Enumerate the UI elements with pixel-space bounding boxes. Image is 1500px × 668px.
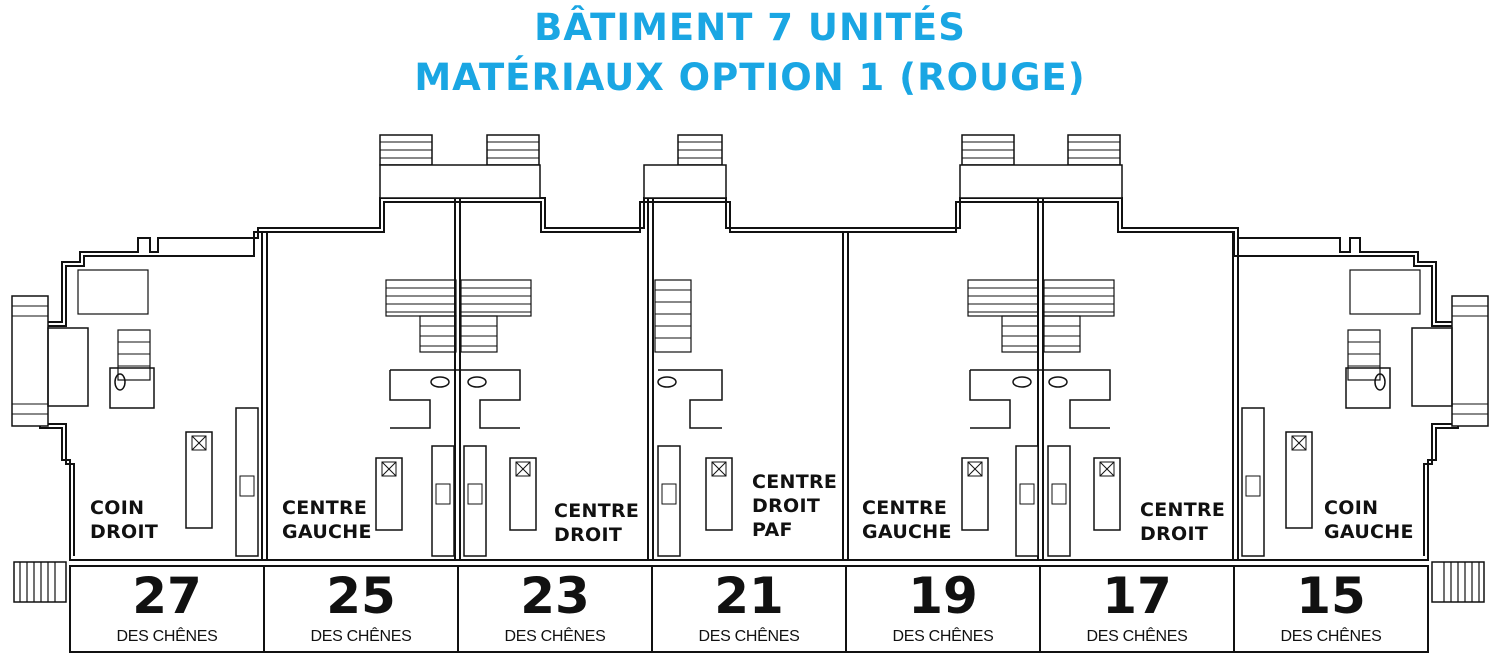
unit-23-type-line1: CENTRE <box>554 500 640 522</box>
address-plate-15 <box>1233 565 1429 653</box>
unit-23-type: CENTRE DROIT <box>554 499 639 547</box>
unit-21-type: CENTRE DROIT PAF <box>752 470 837 542</box>
unit-25-type: CENTRE GAUCHE <box>282 496 372 544</box>
unit-21-number: 21 <box>714 567 784 625</box>
unit-15-number: 15 <box>1296 567 1366 625</box>
unit-19-type-line2: GAUCHE <box>862 521 952 543</box>
unit-25-type-line2: GAUCHE <box>282 521 372 543</box>
unit-27-type-line2: DROIT <box>90 521 159 543</box>
unit-15-type-line1: COIN <box>1324 497 1379 519</box>
unit-19-number: 19 <box>908 567 978 625</box>
unit-23-street: DES CHÊNES <box>504 628 606 645</box>
unit-15-street: DES CHÊNES <box>1280 628 1382 645</box>
unit-27-number: 27 <box>132 567 202 625</box>
address-plate-27 <box>69 565 265 653</box>
unit-19-type: CENTRE GAUCHE <box>862 496 952 544</box>
title-line-1: BÂTIMENT 7 UNITÉS <box>534 6 966 49</box>
unit-17-street: DES CHÊNES <box>1086 628 1188 645</box>
unit-27-street: DES CHÊNES <box>116 628 218 645</box>
address-plate-25 <box>263 565 459 653</box>
unit-17-type-line1: CENTRE <box>1140 499 1226 521</box>
unit-27-type-line1: COIN <box>90 497 145 519</box>
unit-23-type-line2: DROIT <box>554 524 623 546</box>
unit-25-type-line1: CENTRE <box>282 497 368 519</box>
unit-19-type-line1: CENTRE <box>862 497 948 519</box>
address-plate-21 <box>651 565 847 653</box>
unit-21-type-line2: DROIT <box>752 495 821 517</box>
unit-17-type-line2: DROIT <box>1140 523 1209 545</box>
unit-19-street: DES CHÊNES <box>892 628 994 645</box>
unit-21-type-line3: PAF <box>752 519 793 541</box>
unit-21-type-line1: CENTRE <box>752 471 838 493</box>
unit-21-street: DES CHÊNES <box>698 628 800 645</box>
unit-23-number: 23 <box>520 567 590 625</box>
address-plate-23 <box>457 565 653 653</box>
address-plate-17 <box>1039 565 1235 653</box>
unit-17-type: CENTRE DROIT <box>1140 498 1225 546</box>
unit-15-type-line2: GAUCHE <box>1324 521 1414 543</box>
title-line-2: MATÉRIAUX OPTION 1 (ROUGE) <box>414 56 1086 99</box>
unit-17-number: 17 <box>1102 567 1172 625</box>
unit-27-type: COIN DROIT <box>90 496 158 544</box>
unit-15-type: COIN GAUCHE <box>1324 496 1414 544</box>
unit-25-street: DES CHÊNES <box>310 628 412 645</box>
unit-25-number: 25 <box>326 567 396 625</box>
